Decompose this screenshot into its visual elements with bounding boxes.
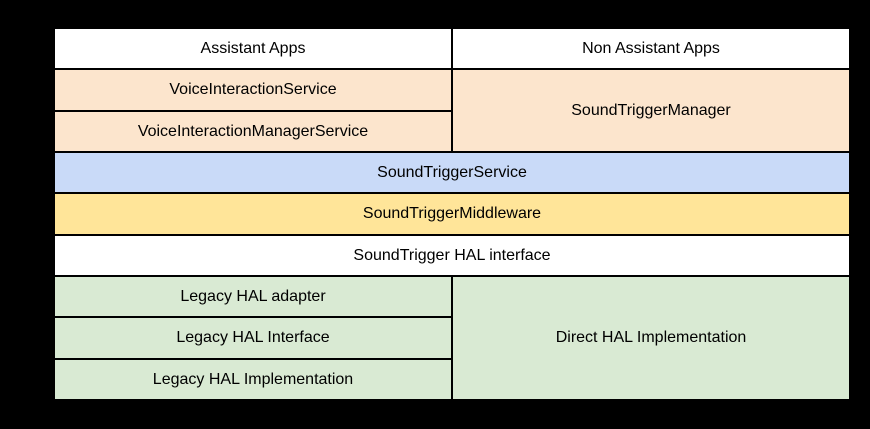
row-hal-impl-2: Legacy HAL Interface — [53, 316, 850, 360]
cell-voice-interaction-manager-service: VoiceInteractionManagerService — [53, 109, 453, 153]
row-hal-impl-3: Legacy HAL Implementation — [53, 357, 850, 402]
cell-sound-trigger-service: SoundTriggerService — [53, 150, 851, 195]
row-hal-impl-1: Legacy HAL adapter Direct HAL Implementa… — [53, 274, 851, 402]
cell-non-assistant-apps: Non Assistant Apps — [451, 26, 851, 71]
cell-legacy-hal-interface: Legacy HAL Interface — [53, 316, 453, 360]
row-framework-api-1: VoiceInteractionService SoundTriggerMana… — [53, 68, 851, 153]
cell-assistant-apps: Assistant Apps — [53, 26, 453, 71]
cell-voice-interaction-service: VoiceInteractionService — [53, 68, 453, 112]
cell-legacy-hal-adapter: Legacy HAL adapter — [53, 274, 453, 319]
cell-sound-trigger-manager: SoundTriggerManager — [451, 68, 851, 153]
row-hal-interface: SoundTrigger HAL interface — [53, 233, 851, 277]
cell-sound-trigger-hal-interface: SoundTrigger HAL interface — [53, 233, 851, 277]
cell-sound-trigger-middleware: SoundTriggerMiddleware — [53, 192, 851, 236]
cell-legacy-hal-implementation: Legacy HAL Implementation — [53, 357, 453, 402]
soundtrigger-stack-diagram: Assistant Apps Non Assistant Apps VoiceI… — [53, 26, 851, 402]
row-framework-api-2: VoiceInteractionManagerService — [53, 109, 850, 153]
row-middleware: SoundTriggerMiddleware — [53, 192, 851, 236]
cell-direct-hal-implementation: Direct HAL Implementation — [451, 274, 851, 402]
row-system-service: SoundTriggerService — [53, 150, 851, 195]
row-apps: Assistant Apps Non Assistant Apps — [53, 26, 851, 71]
